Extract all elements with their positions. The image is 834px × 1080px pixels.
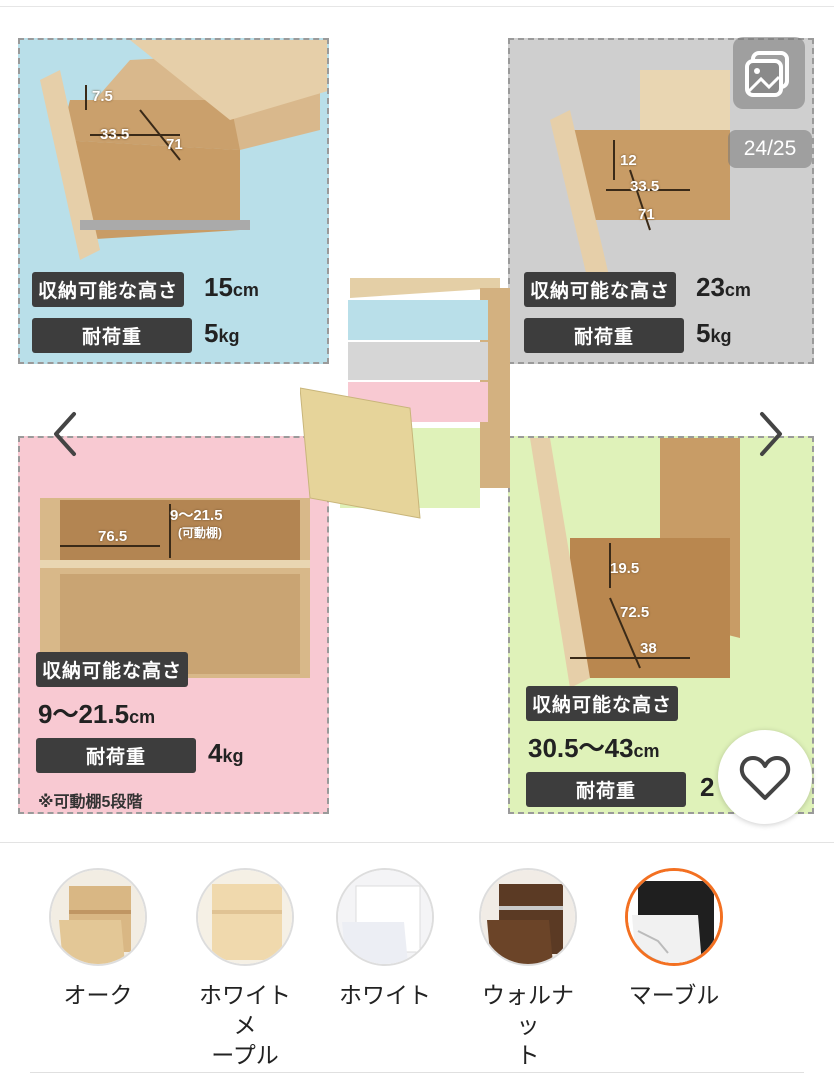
load-value: 2 xyxy=(700,772,715,802)
height-label: 収納可能な高さ xyxy=(526,686,679,721)
cabinet-center-illustration xyxy=(300,278,510,519)
height-label: 収納可能な高さ xyxy=(524,272,677,307)
cabinet-illustration xyxy=(40,498,310,678)
section-divider xyxy=(0,842,834,843)
prev-image-button[interactable] xyxy=(46,406,86,462)
load-value: 5kg xyxy=(696,318,732,348)
drawer-illustration xyxy=(40,40,327,260)
top-divider xyxy=(0,6,834,7)
load-value: 5kg xyxy=(204,318,240,348)
gallery-view-button[interactable] xyxy=(733,37,805,109)
dim-width: 33.5 xyxy=(630,178,660,195)
dim-note: (可動棚) xyxy=(178,526,222,540)
variant-marble[interactable]: マーブル xyxy=(618,868,730,1010)
dim-height: 12 xyxy=(620,152,637,169)
variant-oak-label: オーク xyxy=(63,982,133,1008)
variant-white-maple-label: ホワイトメ ープル xyxy=(199,982,291,1068)
height-label: 収納可能な高さ xyxy=(36,652,189,687)
next-image-button[interactable] xyxy=(750,406,790,462)
dim-height: 9～21.5 xyxy=(170,507,223,524)
load-label: 耐荷重 xyxy=(526,772,686,807)
variant-white-thumbnail xyxy=(336,868,434,966)
drawer-illustration xyxy=(530,438,740,688)
variant-white-label: ホワイト xyxy=(339,982,431,1008)
variant-white[interactable]: ホワイト xyxy=(329,868,441,1010)
height-label: 収納可能な高さ xyxy=(32,272,185,307)
variant-marble-label: マーブル xyxy=(628,982,720,1008)
height-value: 15cm xyxy=(204,272,259,302)
load-label: 耐荷重 xyxy=(36,738,196,773)
height-value: 23cm xyxy=(696,272,751,302)
load-label: 耐荷重 xyxy=(32,318,192,353)
variant-white-maple[interactable]: ホワイトメ ープル xyxy=(189,868,301,1070)
panel-shelf-cabinet: 9～21.5 (可動棚) 76.5 収納可能な高さ 9～21.5cm 耐荷重 4… xyxy=(18,436,329,814)
dim-width: 33.5 xyxy=(100,126,130,143)
variant-white-maple-thumbnail xyxy=(196,868,294,966)
dim-width: 76.5 xyxy=(98,528,128,545)
drawer-illustration xyxy=(550,70,730,280)
favorite-button[interactable] xyxy=(718,730,812,824)
variant-oak-thumbnail xyxy=(49,868,147,966)
height-value: 30.5～43cm xyxy=(528,733,660,763)
panel-top-drawer: 7.5 33.5 71 収納可能な高さ 15cm 耐荷重 5kg xyxy=(18,38,329,364)
dim-depth: 71 xyxy=(166,136,183,153)
height-value: 9～21.5cm xyxy=(38,699,156,729)
image-stack-icon xyxy=(745,51,789,97)
variant-marble-thumbnail xyxy=(625,868,723,966)
variant-walnut[interactable]: ウォルナッ ト xyxy=(472,868,584,1070)
dim-height: 7.5 xyxy=(92,88,113,105)
shelf-note: ※可動棚5段階 xyxy=(38,794,143,811)
dim-depth: 72.5 xyxy=(620,604,650,621)
product-image-gallery[interactable]: 7.5 33.5 71 収納可能な高さ 15cm 耐荷重 5kg 12 33.5… xyxy=(0,8,834,838)
variant-walnut-label: ウォルナッ ト xyxy=(482,982,574,1068)
bottom-divider xyxy=(30,1072,804,1073)
load-value: 4kg xyxy=(208,738,244,768)
variant-oak[interactable]: オーク xyxy=(42,868,154,1010)
panel-bottom-drawer: 19.5 72.5 38 収納可能な高さ 30.5～43cm 耐荷重 2 xyxy=(508,436,814,814)
load-label: 耐荷重 xyxy=(524,318,684,353)
variant-walnut-thumbnail xyxy=(479,868,577,966)
image-counter: 24/25 xyxy=(728,130,812,168)
dim-depth: 71 xyxy=(638,206,655,223)
dim-height: 19.5 xyxy=(610,560,640,577)
dim-width: 38 xyxy=(640,640,657,657)
heart-icon xyxy=(739,756,791,800)
